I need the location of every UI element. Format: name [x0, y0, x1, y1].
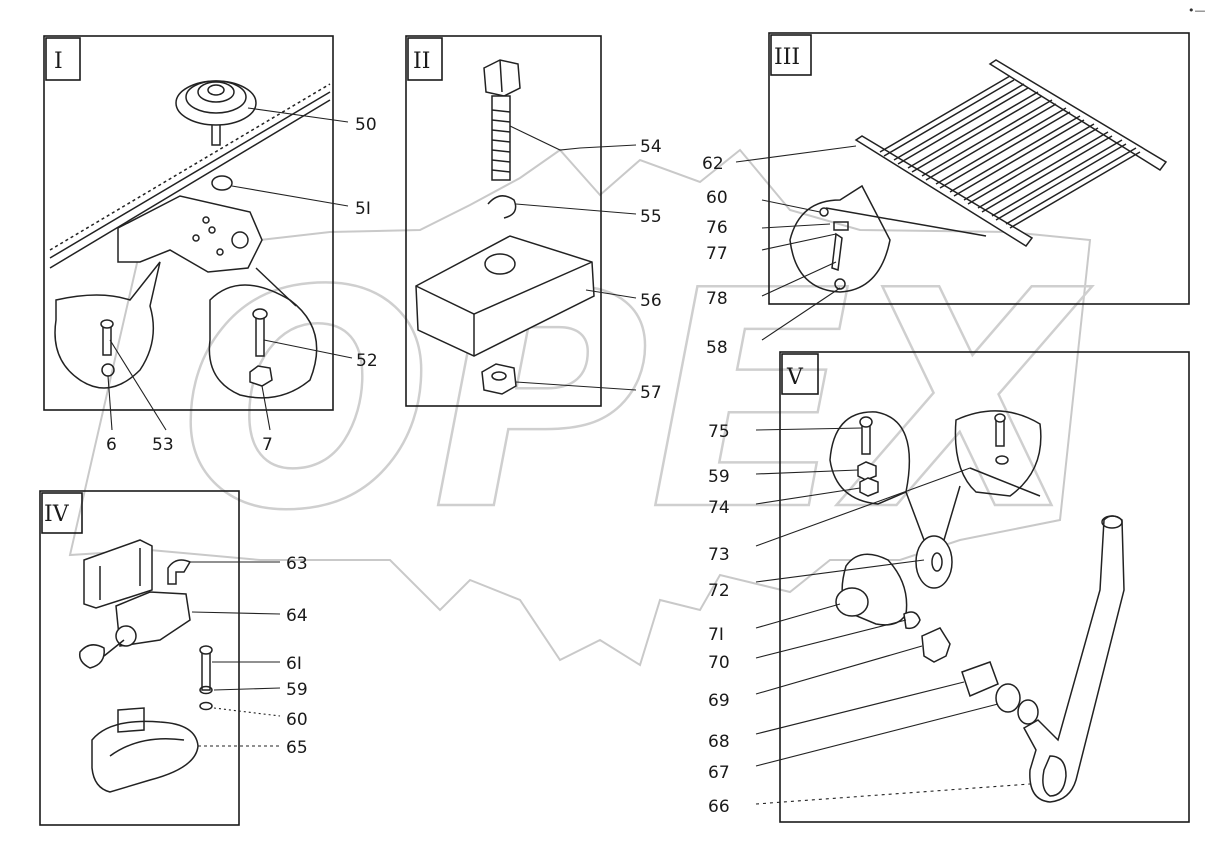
- panel-II-frame: [405, 35, 602, 407]
- leader-60-iv: [213, 707, 281, 717]
- leader-68: [755, 681, 965, 735]
- leader-6: [107, 375, 113, 431]
- leader-54: [509, 125, 637, 151]
- label-73: 73: [708, 545, 730, 565]
- leader-57: [515, 381, 637, 391]
- knob-assembly-illustration: [49, 80, 331, 399]
- panel-V: V 75 59 74 7: [708, 351, 1190, 823]
- label-62: 62: [702, 154, 724, 174]
- leader-72: [755, 559, 925, 583]
- label-55: 55: [640, 207, 662, 227]
- rack-illustration: [789, 59, 1168, 293]
- label-57: 57: [640, 383, 662, 403]
- panel-III: III 62 60 76 77 78 58: [702, 32, 1190, 358]
- panel-V-roman-box: [781, 353, 819, 395]
- label-58: 58: [706, 338, 728, 358]
- leader-77: [761, 233, 837, 251]
- panel-V-roman: V: [786, 365, 804, 390]
- label-70: 70: [708, 653, 730, 673]
- label-65: 65: [286, 738, 308, 758]
- label-71: 7I: [708, 625, 724, 645]
- label-61: 6I: [286, 654, 302, 674]
- panel-I-roman-box: [45, 37, 81, 81]
- panel-IV-frame: [39, 490, 240, 826]
- label-59-iv: 59: [286, 680, 308, 700]
- label-72: 72: [708, 581, 730, 601]
- label-75: 75: [708, 422, 730, 442]
- label-64: 64: [286, 606, 308, 626]
- label-60-iv: 60: [286, 710, 308, 730]
- corner-mark: •—: [1188, 4, 1206, 17]
- label-51: 5I: [355, 199, 371, 219]
- leader-66: [755, 783, 1031, 805]
- label-78: 78: [706, 289, 728, 309]
- label-77: 77: [706, 244, 728, 264]
- panel-I: I 50 5I 52: [43, 35, 378, 455]
- panel-I-roman: I: [54, 49, 63, 74]
- leader-70: [755, 619, 907, 659]
- panel-II-roman-box: [407, 37, 443, 81]
- label-7: 7: [262, 435, 273, 455]
- leader-53: [109, 339, 167, 431]
- leader-55: [515, 203, 637, 215]
- label-6: 6: [106, 435, 117, 455]
- leader-73: [755, 467, 971, 547]
- watermark-text: OPEX: [180, 227, 1092, 576]
- panel-III-roman-box: [770, 34, 812, 76]
- panel-II: II 54 55 56 57: [405, 35, 662, 407]
- leader-60: [761, 199, 821, 213]
- leader-67: [755, 703, 999, 767]
- leader-51: [231, 185, 349, 207]
- leader-76: [761, 223, 831, 229]
- label-67: 67: [708, 763, 730, 783]
- leader-50: [247, 107, 349, 123]
- leader-59-v: [755, 469, 859, 475]
- panel-III-roman: III: [774, 45, 800, 70]
- label-76: 76: [706, 218, 728, 238]
- bolt-block-illustration: [415, 59, 595, 395]
- leader-58: [761, 287, 841, 341]
- leader-62: [735, 145, 857, 163]
- leader-78: [761, 261, 837, 297]
- label-66: 66: [708, 797, 730, 817]
- panel-IV: IV 63 64 6I 59 60 65: [39, 490, 308, 826]
- leader-74: [755, 487, 861, 505]
- label-60: 60: [706, 188, 728, 208]
- label-74: 74: [708, 498, 730, 518]
- lever-assembly-illustration: [829, 410, 1125, 803]
- label-63: 63: [286, 554, 308, 574]
- leader-69: [755, 645, 923, 695]
- leader-64: [191, 611, 281, 615]
- panel-IV-roman-box: [41, 492, 83, 534]
- watermark: OPEX: [68, 148, 1094, 667]
- panel-II-roman: II: [413, 49, 430, 74]
- mount-illustration: [78, 539, 213, 793]
- leader-52: [263, 339, 353, 359]
- panel-III-frame: [768, 32, 1190, 305]
- label-68: 68: [708, 732, 730, 752]
- label-54: 54: [640, 137, 662, 157]
- panel-V-frame: [779, 351, 1190, 823]
- label-56: 56: [640, 291, 662, 311]
- label-50: 50: [355, 115, 377, 135]
- leader-7: [261, 385, 271, 431]
- label-69: 69: [708, 691, 730, 711]
- leader-56: [585, 289, 637, 299]
- label-52: 52: [356, 351, 378, 371]
- leader-59-iv: [213, 687, 281, 691]
- panel-I-frame: [43, 35, 334, 411]
- panel-IV-roman: IV: [44, 502, 70, 527]
- label-53: 53: [152, 435, 174, 455]
- label-59-v: 59: [708, 467, 730, 487]
- leader-71: [755, 603, 841, 629]
- leader-75: [755, 427, 863, 431]
